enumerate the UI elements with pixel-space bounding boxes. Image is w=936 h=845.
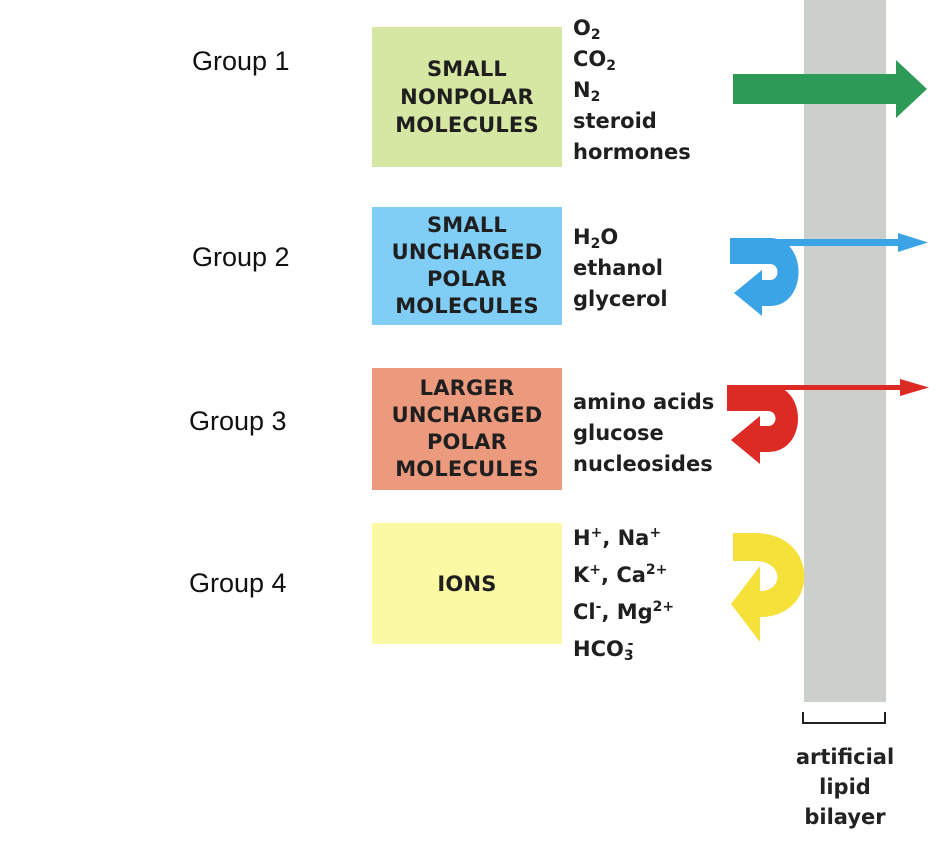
category-line: NONPOLAR [400, 85, 534, 109]
molecule-list-group-4: H+, Na+ K+, Ca2+ Cl-, Mg2+ HCO3- [573, 520, 674, 668]
molecule-amino-acids: amino acids [573, 390, 715, 414]
category-line: POLAR [426, 430, 508, 454]
ion-row-3: Cl-, Mg2+ [573, 599, 675, 624]
category-box-larger-uncharged-polar: LARGER UNCHARGED POLAR MOLECULES [372, 368, 562, 490]
category-line: POLAR [426, 267, 508, 291]
molecule-list-group-1: O2 CO2 N2 steroid hormones [573, 13, 691, 168]
group-4-label: Group 4 [189, 568, 287, 598]
arrow-group-3-through-head [900, 379, 929, 396]
arrow-group-3 [727, 379, 929, 464]
bilayer-label-line: bilayer [804, 805, 886, 829]
molecule-steroid: steroid [573, 109, 657, 133]
arrow-group-4-uturn [731, 533, 805, 642]
category-line: IONS [437, 571, 497, 596]
arrow-group-2-uturn [730, 238, 799, 316]
category-box-small-uncharged-polar: SMALL UNCHARGED POLAR MOLECULES [372, 207, 562, 325]
group-3-label: Group 3 [189, 406, 287, 436]
molecule-glucose: glucose [573, 421, 664, 445]
ion-row-1: H+, Na+ [573, 525, 662, 550]
bilayer-label-line: artificial [795, 745, 895, 769]
molecule-nucleosides: nucleosides [573, 452, 713, 476]
molecule-glycerol: glycerol [573, 287, 668, 311]
category-box-small-nonpolar: SMALL NONPOLAR MOLECULES [372, 27, 562, 167]
category-line: MOLECULES [395, 113, 539, 137]
arrow-group-2 [730, 233, 928, 316]
bilayer-bracket [802, 712, 886, 724]
group-1-label: Group 1 [192, 46, 290, 76]
molecule-ethanol: ethanol [573, 256, 663, 280]
arrow-group-3-through-shaft [768, 385, 902, 390]
bilayer-label-line: lipid [819, 775, 871, 799]
ion-row-2: K+, Ca2+ [573, 562, 668, 587]
arrow-group-2-through-head [898, 233, 928, 252]
category-line: UNCHARGED [391, 403, 543, 427]
molecule-list-group-3: amino acids glucose nucleosides [573, 387, 714, 480]
category-line: MOLECULES [395, 294, 539, 318]
category-box-ions: IONS [372, 523, 562, 644]
molecule-n2: N2 [573, 78, 601, 105]
group-2-label: Group 2 [192, 242, 290, 272]
category-line: SMALL [426, 57, 508, 81]
molecule-o2: O2 [573, 16, 601, 43]
arrow-group-3-uturn [727, 385, 798, 464]
category-line: UNCHARGED [391, 240, 543, 264]
category-line: SMALL [426, 213, 508, 237]
ion-row-4: HCO3- [573, 636, 634, 664]
category-line: LARGER [419, 376, 515, 400]
arrow-group-2-through-shaft [770, 239, 900, 246]
molecule-co2: CO2 [573, 47, 617, 74]
molecule-list-group-2: H2O ethanol glycerol [573, 222, 668, 315]
molecule-hormones: hormones [573, 140, 691, 164]
lipid-bilayer [804, 0, 886, 702]
molecule-h2o: H2O [573, 225, 619, 252]
bilayer-label: artificial lipid bilayer [780, 742, 910, 832]
category-line: MOLECULES [395, 457, 539, 481]
arrow-group-1-through [733, 60, 927, 118]
